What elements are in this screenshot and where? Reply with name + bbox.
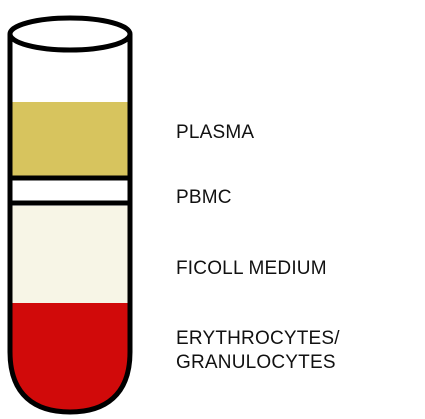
tube-rim — [10, 18, 130, 50]
erythrocytes-label-line2: GRANULOCYTES — [176, 351, 340, 375]
plasma-layer — [10, 102, 130, 178]
erythrocytes-label: ERYTHROCYTES/ GRANULOCYTES — [176, 327, 340, 375]
erythrocytes-label-line1: ERYTHROCYTES/ — [176, 327, 340, 351]
ficoll-layer — [10, 206, 130, 303]
erythrocytes-layer — [10, 303, 130, 412]
pbmc-layer — [10, 181, 130, 202]
plasma-label: PLASMA — [176, 121, 254, 145]
ficoll-label: FICOLL MEDIUM — [176, 257, 327, 281]
pbmc-label: PBMC — [176, 186, 232, 210]
